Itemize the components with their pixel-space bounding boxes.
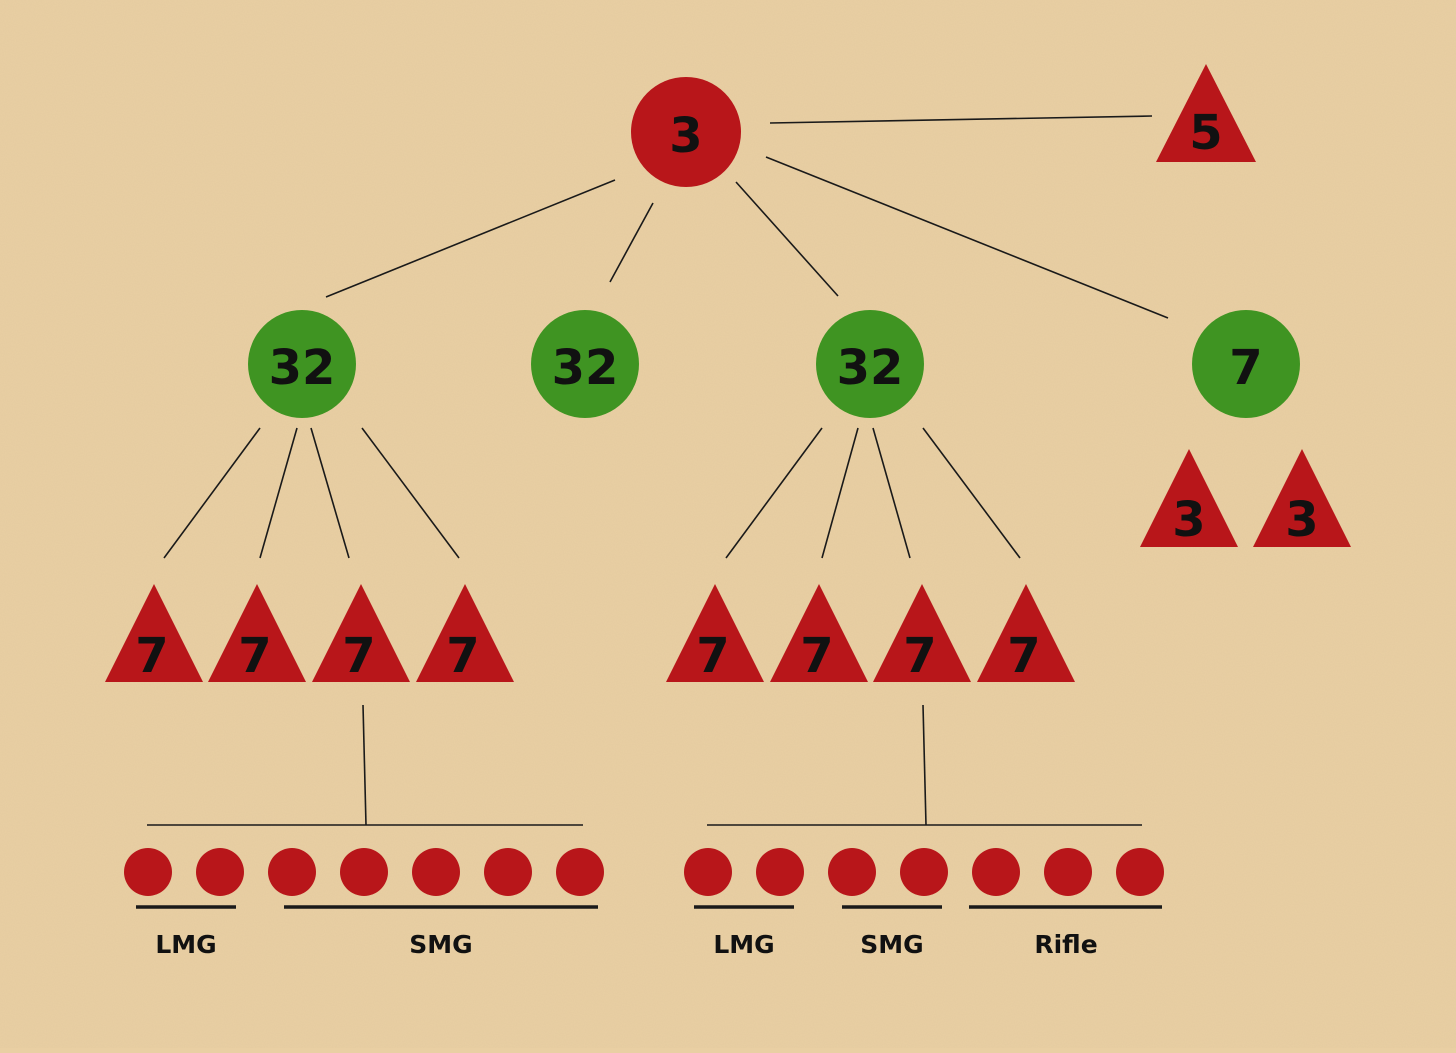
right-rifle-label: Rifle [1034,930,1097,959]
right-platoon-1-triangle [666,584,764,682]
right-platoon-4-triangle [977,584,1075,682]
company-1-circle [248,310,356,418]
company-4-value: 7 [1229,340,1262,396]
left-platoon-4-triangle [416,584,514,682]
company-4-circle [1192,310,1300,418]
line-root-to-c3 [735,181,839,297]
left-squad-4-circle [340,848,388,896]
root-side-value: 5 [1189,105,1222,161]
company-3-value: 32 [837,340,904,396]
root-value: 3 [669,108,702,164]
left-squad-6-circle [484,848,532,896]
line-c1-p3 [310,427,350,559]
line-right-drop [922,704,927,826]
right-squad-1-circle [684,848,732,896]
line-c3-p4 [922,427,1021,559]
right-platoon-2-value: 7 [800,628,833,684]
root-circle-node [631,77,741,187]
c4-sub-1-value: 3 [1172,492,1205,548]
right-squad-7-circle [1116,848,1164,896]
left-squad-2-circle [196,848,244,896]
left-smg-label: SMG [409,930,472,959]
line-c1-p1 [163,427,261,559]
line-c3-p3 [872,427,911,559]
line-c3-p2 [821,427,859,559]
right-platoon-4-value: 7 [1007,628,1040,684]
left-platoon-1-triangle [105,584,203,682]
company-1-value: 32 [269,340,336,396]
left-lmg-label: LMG [155,930,216,959]
company-3-circle [816,310,924,418]
company-2-value: 32 [552,340,619,396]
left-squad-1-circle [124,848,172,896]
left-platoon-3-value: 7 [342,628,375,684]
line-c1-p2 [259,427,298,559]
left-platoon-2-triangle [208,584,306,682]
line-root-to-c2 [609,202,654,283]
right-platoon-1-value: 7 [696,628,729,684]
left-platoon-4-value: 7 [446,628,479,684]
left-squad-3-circle [268,848,316,896]
line-root-to-c1 [325,179,616,298]
right-squad-3-circle [828,848,876,896]
left-squad-circles [124,848,604,896]
left-platoon-2-value: 7 [238,628,271,684]
right-platoon-3-value: 7 [903,628,936,684]
left-squad-7-circle [556,848,604,896]
right-squad-5-circle [972,848,1020,896]
right-lmg-label: LMG [713,930,774,959]
left-platoon-1-value: 7 [135,628,168,684]
line-c1-p4 [361,427,460,559]
line-left-drop [362,704,367,826]
right-platoon-2-triangle [770,584,868,682]
company-2-circle [531,310,639,418]
c4-sub-2-triangle [1253,449,1351,547]
line-c3-p1 [725,427,823,559]
c4-sub-1-triangle [1140,449,1238,547]
c4-sub-2-value: 3 [1285,492,1318,548]
left-squad-5-circle [412,848,460,896]
left-platoon-3-triangle [312,584,410,682]
right-platoon-3-triangle [873,584,971,682]
right-squad-6-circle [1044,848,1092,896]
right-squad-4-circle [900,848,948,896]
right-squad-circles [684,848,1164,896]
right-smg-label: SMG [860,930,923,959]
right-squad-2-circle [756,848,804,896]
connector-lines [147,115,1169,826]
line-root-to-c4 [765,156,1169,319]
line-root-to-side [769,115,1153,124]
root-side-triangle [1156,64,1256,162]
